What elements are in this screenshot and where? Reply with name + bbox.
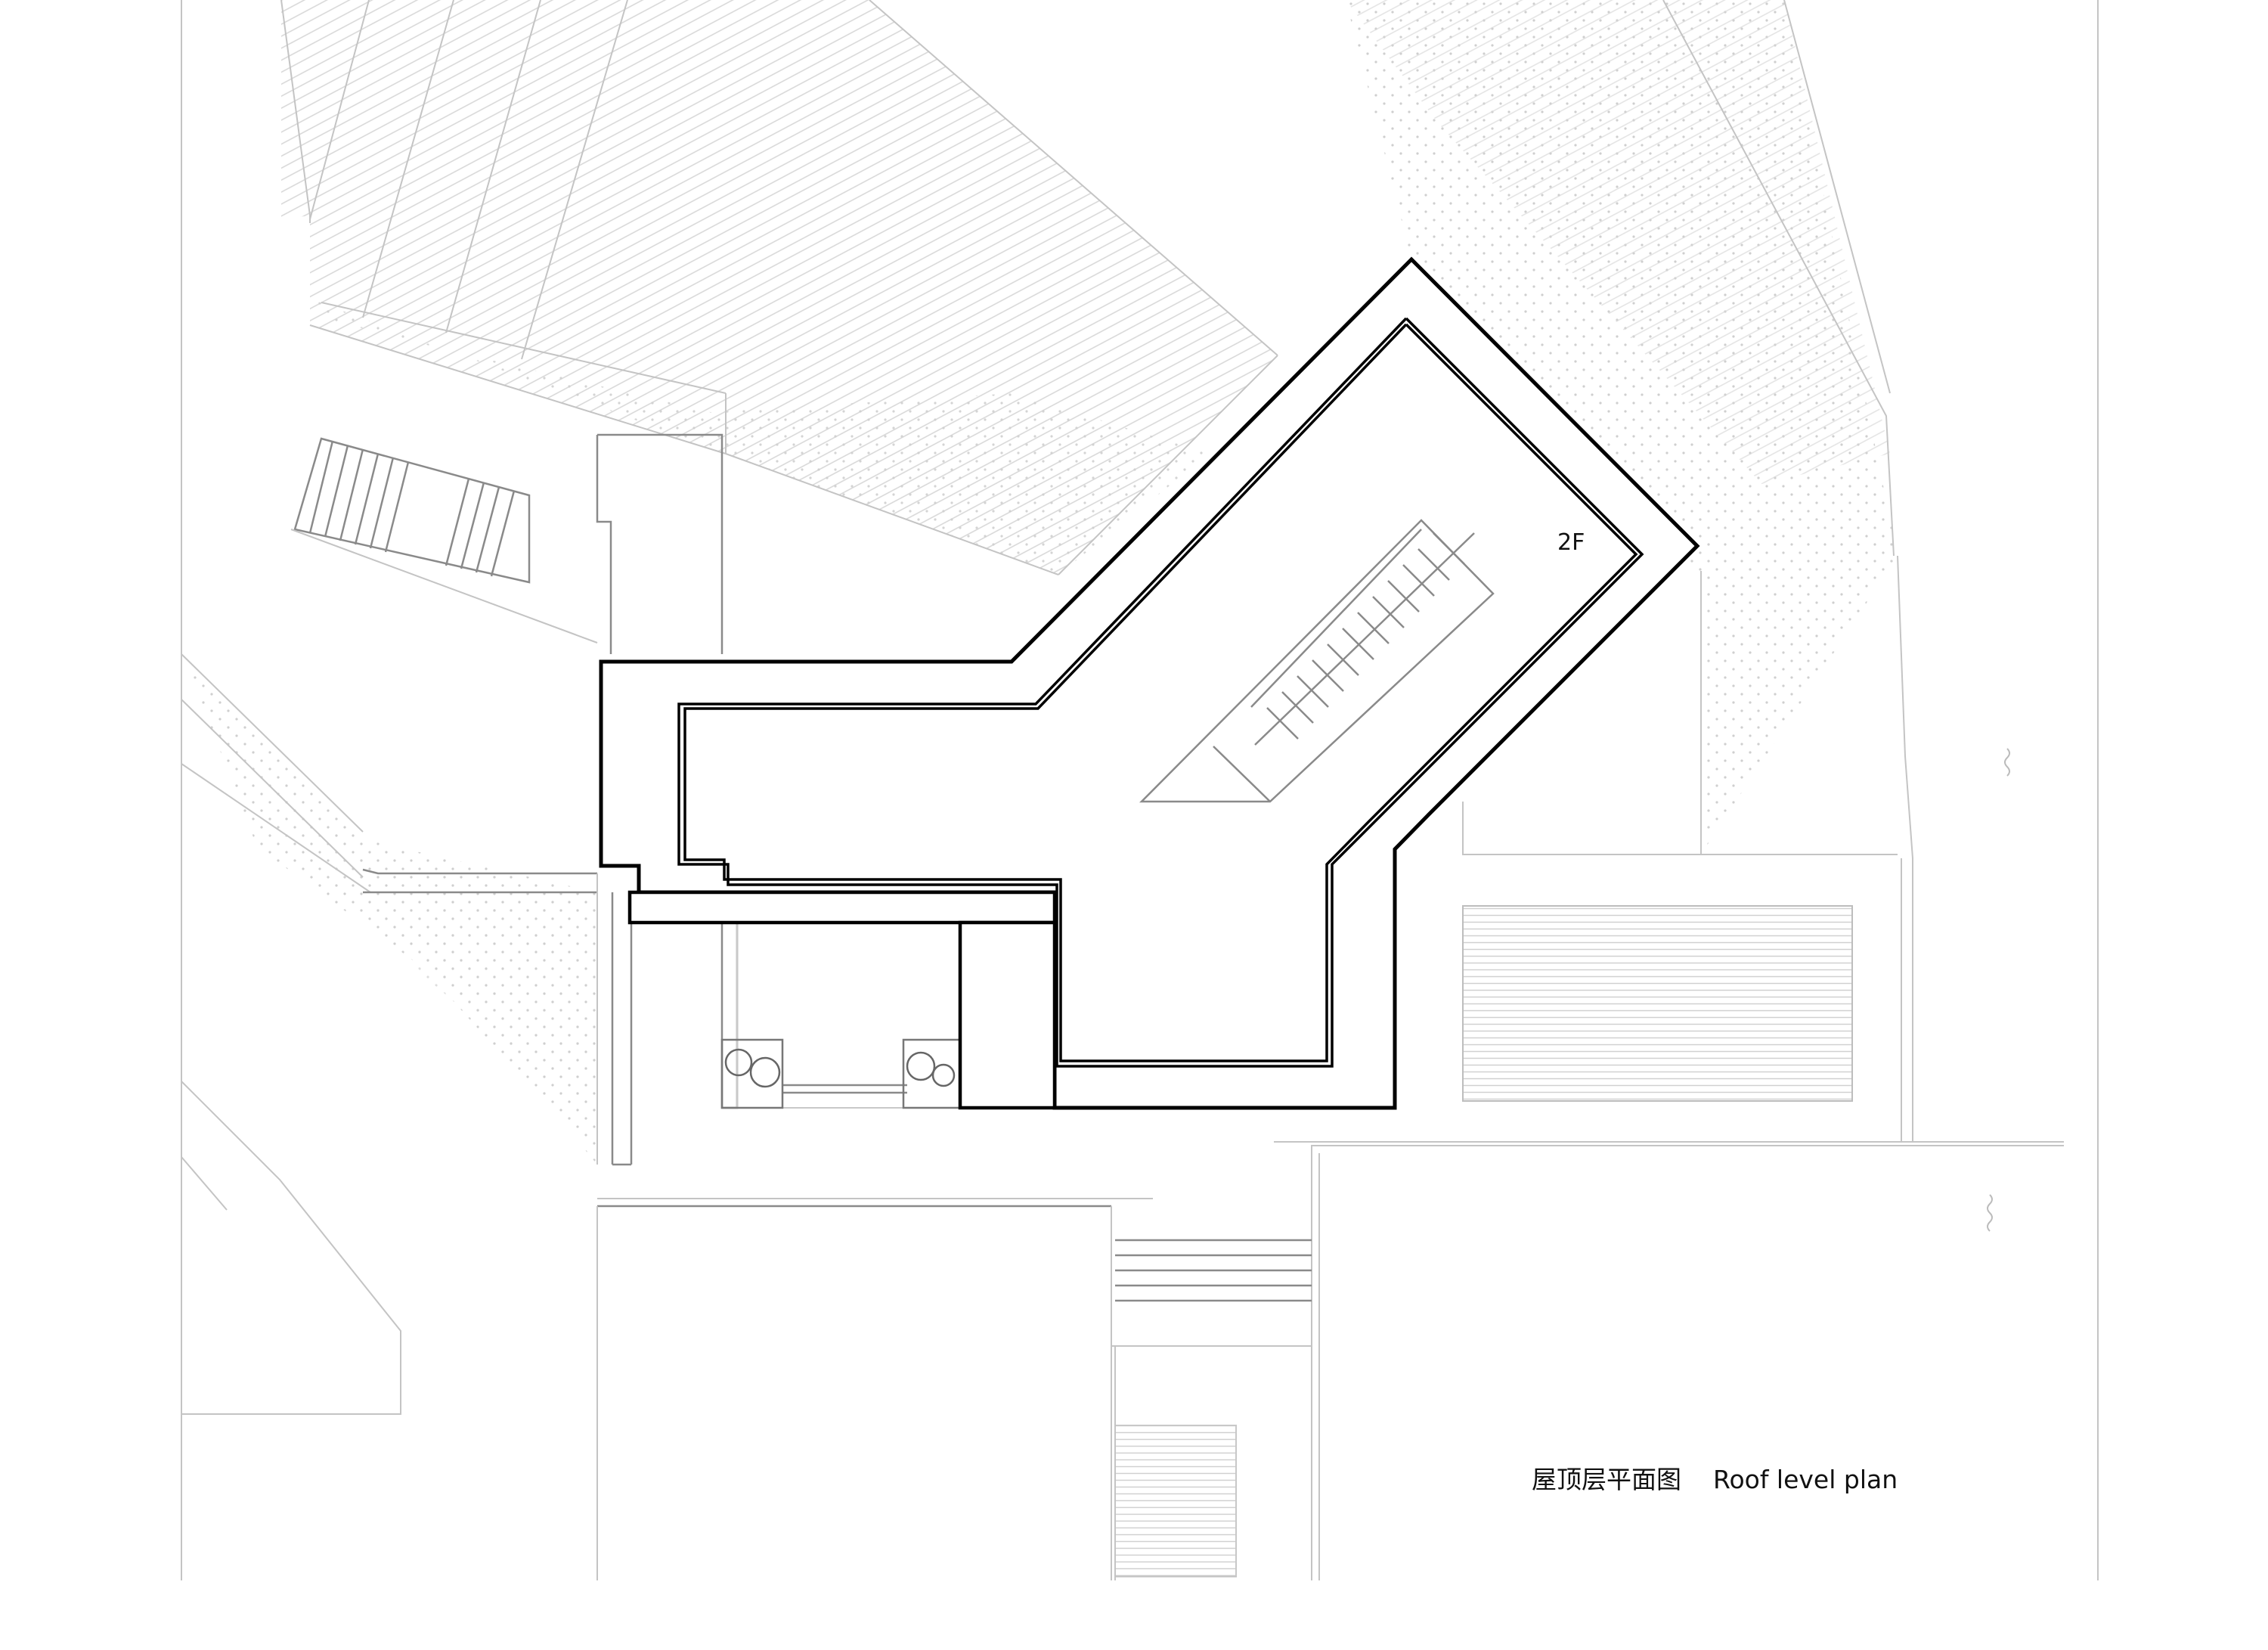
vegetation-marks xyxy=(1987,748,2010,1232)
caption-english: Roof level plan xyxy=(1713,1465,1898,1494)
roof-outline xyxy=(599,256,1700,1110)
drawing-caption: 屋顶层平面图 Roof level plan xyxy=(1532,1459,1898,1496)
terrace-dots-north xyxy=(310,299,1210,575)
garden-bed-east xyxy=(1462,905,1853,1102)
landscape-hatch-zones xyxy=(181,0,1898,1577)
stair-strip-south xyxy=(1114,1425,1237,1577)
stair-treads-south xyxy=(1115,1239,1312,1302)
skylight-opening xyxy=(1139,519,1495,803)
slope-dots-west-lower xyxy=(363,892,597,1119)
planter-west xyxy=(720,1038,784,1109)
roof-parapet-inner xyxy=(677,317,1644,1068)
caption-chinese: 屋顶层平面图 xyxy=(1532,1465,1681,1494)
canopy-beam xyxy=(627,890,1057,925)
courtyard-opening xyxy=(736,922,961,1109)
planter-east xyxy=(902,1038,962,1109)
canopy-column xyxy=(958,920,1057,1110)
stair-treads-northwest xyxy=(308,440,516,577)
terrace-hatch-east xyxy=(1346,0,1890,484)
floor-label: 2F xyxy=(1557,529,1585,556)
